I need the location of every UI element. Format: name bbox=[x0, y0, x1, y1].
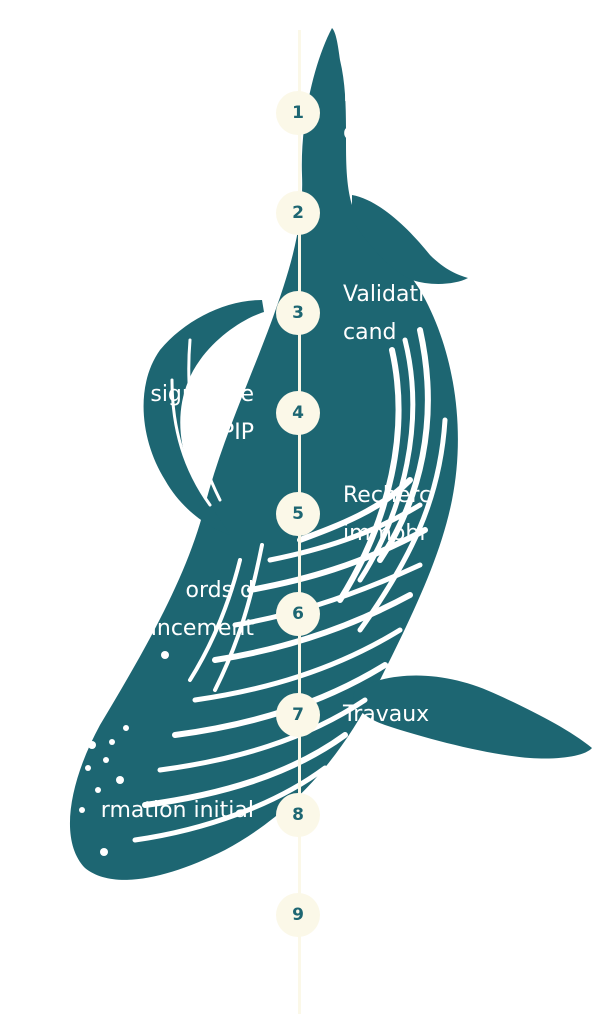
step-6-marker[interactable]: 6 bbox=[276, 592, 320, 636]
step-4-label: signature du PIP bbox=[150, 382, 254, 445]
step-3-marker[interactable]: 3 bbox=[276, 291, 320, 335]
whale-fin-upper bbox=[352, 195, 468, 284]
step-7-label: Travaux bbox=[343, 702, 430, 727]
step-1-marker[interactable]: 1 bbox=[276, 91, 320, 135]
step-1-label: D co bbox=[343, 82, 369, 145]
step-4-marker[interactable]: 4 bbox=[276, 391, 320, 435]
step-2-marker[interactable]: 2 bbox=[276, 191, 320, 235]
whale-spots bbox=[79, 651, 169, 856]
whale-fin-left bbox=[143, 300, 264, 535]
step-5-label: Recherc immobi bbox=[343, 483, 432, 546]
step-8-label: rmation initial bbox=[100, 798, 254, 823]
step-7-marker[interactable]: 7 bbox=[276, 693, 320, 737]
step-8-marker[interactable]: 8 bbox=[276, 793, 320, 837]
step-6-label: ords d ancement bbox=[143, 578, 254, 641]
step-5-marker[interactable]: 5 bbox=[276, 492, 320, 536]
whale-body bbox=[69, 28, 458, 880]
whale-fin-lower bbox=[353, 675, 592, 759]
step-3-label: Validatio cand bbox=[343, 282, 438, 345]
step-9-marker[interactable]: 9 bbox=[276, 893, 320, 937]
whale-belly-grooves bbox=[132, 327, 448, 843]
